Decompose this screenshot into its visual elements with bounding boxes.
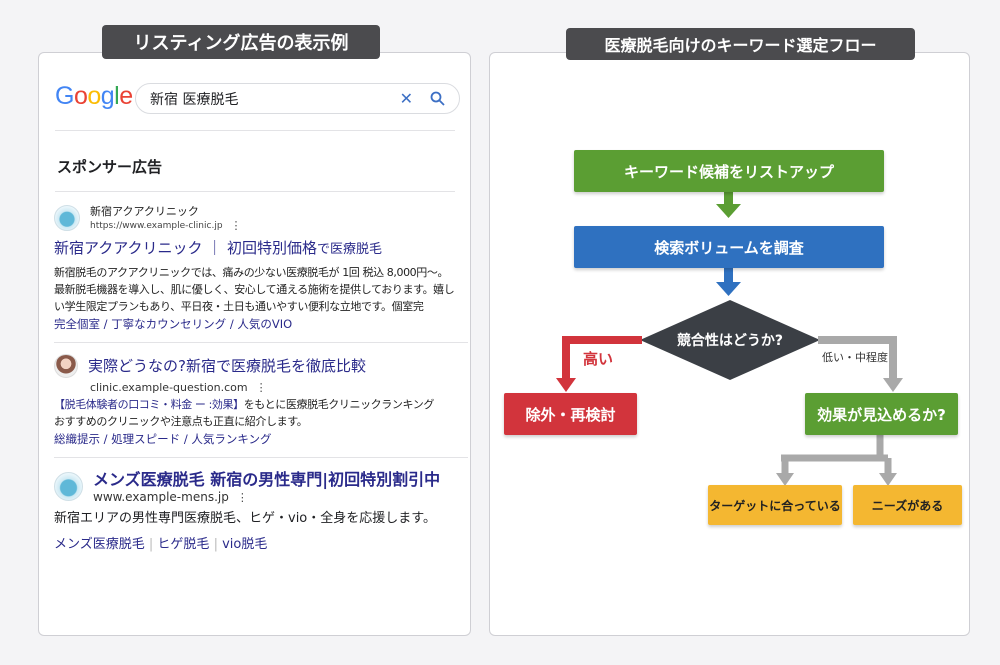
step-exclude: 除外・再検討 [504,393,637,435]
sitelinks: メンズ医療脱毛 | ヒゲ脱毛 | vio脱毛 [54,537,268,552]
desc-line: 最新脱毛機器を導入し、肌に優しく、安心して通える施術を提供しております。嬉し [54,283,455,296]
sitelink[interactable]: 総織提示 [54,432,100,446]
desc-line: おすすめのクリニックや注意点も正直に紹介します。 [54,415,308,428]
ad-example-title: リスティング広告の表示例 [102,25,380,59]
step-has-needs: ニーズがある [853,485,962,525]
mens-favicon [54,472,83,501]
sitelink[interactable]: 完全個室 [54,317,100,331]
avatar [54,354,78,378]
desc-highlight: 【脱毛体験者の口コミ・料金 ー :効果】 [54,398,244,411]
arrow-high-head [556,378,576,392]
ad-list: 新宿アクアクリニック https://www.example-clinic.jp… [54,192,468,563]
step-effect: 効果が見込めるか? [805,393,958,435]
ad-site-name: 新宿アクアクリニック [90,205,199,218]
ad-description: 新宿脱毛のアクアクリニックでは、痛みの少ない医療脱毛が 1回 税込 8,000円… [54,264,468,315]
sitelink[interactable]: 処理スピード [111,432,181,446]
close-icon[interactable]: ✕ [399,89,413,108]
decision-label: 競合性はどうか? [676,333,784,349]
ad-title-sub[interactable]: で医療脱毛 [317,242,383,257]
arrow-low-head [883,378,903,392]
decision-diamond [640,300,820,380]
step-list-keywords: キーワード候補をリストアップ [574,150,884,192]
sitelink[interactable]: メンズ医療脱毛 [54,537,145,552]
more-options-icon[interactable]: ⋮ [236,490,248,504]
search-input[interactable]: 新宿 医療脱毛 ✕ [135,83,460,114]
ad-url: www.example-mens.jp [93,490,229,504]
ad-example-panel [38,52,471,636]
ad-title-link[interactable]: 新宿アクアクリニック ｜ 初回特別価格で医療脱毛 [54,238,468,260]
low-label: 低い・中程度 [822,351,888,364]
more-options-icon[interactable]: ⋮ [255,381,267,394]
ad-item: 新宿アクアクリニック https://www.example-clinic.jp… [54,192,468,343]
arrow-high [562,336,642,380]
more-options-icon[interactable]: ⋮ [230,219,242,232]
search-icon[interactable] [430,91,445,106]
search-query: 新宿 医療脱毛 [150,91,239,108]
clinic-favicon [54,204,80,231]
sitelink[interactable]: 人気ランキング [191,432,272,446]
google-logo: Google [55,82,133,110]
ad-url: clinic.example-question.com [90,381,248,394]
desc-line: 新宿脱毛のアクアクリニックでは、痛みの少ない医療脱毛が 1回 税込 8,000円… [54,266,449,279]
sitelink[interactable]: ヒゲ脱毛 [157,537,210,552]
ad-description: 【脱毛体験者の口コミ・料金 ー :効果】をもとに医療脱毛クリニックランキング お… [54,396,468,430]
desc-line: をもとに医療脱毛クリニックランキング [243,398,435,411]
branch-arrows [781,435,892,475]
ad-item: 実際どうなの?新宿で医療脱毛を徹底比較 clinic.example-quest… [54,343,468,458]
step-research-volume: 検索ボリュームを調査 [574,226,884,268]
divider [55,130,455,131]
sitelinks: 完全個室 / 丁寧なカウンセリング / 人気のVIO [54,317,293,331]
ad-title-link[interactable]: 実際どうなの?新宿で医療脱毛を徹底比較 [88,357,366,375]
ad-item: メンズ医療脱毛 新宿の男性専門|初回特別割引中 www.example-mens… [54,458,468,563]
sitelink[interactable]: 丁寧なカウンセリング [111,317,227,331]
step-target-fit: ターゲットに合っている [708,485,842,525]
sponsored-heading: スポンサー広告 [57,158,163,176]
sitelinks: 総織提示 / 処理スピード / 人気ランキング [54,432,272,446]
arrow-low [818,336,897,380]
divider [55,191,455,192]
arrow-green [716,192,741,218]
high-label: 高い [583,350,614,368]
ad-title-main[interactable]: 新宿アクアクリニック ｜ 初回特別価格 [54,239,318,257]
arrow-blue [716,268,741,296]
ad-url: https://www.example-clinic.jp [90,220,223,231]
ad-title-link[interactable]: メンズ医療脱毛 新宿の男性専門|初回特別割引中 [93,470,441,489]
flow-title: 医療脱毛向けのキーワード選定フロー [566,28,915,60]
desc-line: い学生限定プランもあり、平日夜・土日も通いやすい便利な立地です。個室完 [54,300,424,313]
sitelink[interactable]: 人気のVIO [237,317,293,331]
ad-description: 新宿エリアの男性専門医療脱毛、ヒゲ・vio・全身を応援します。 [54,511,436,526]
sitelink[interactable]: vio脱毛 [222,537,268,552]
